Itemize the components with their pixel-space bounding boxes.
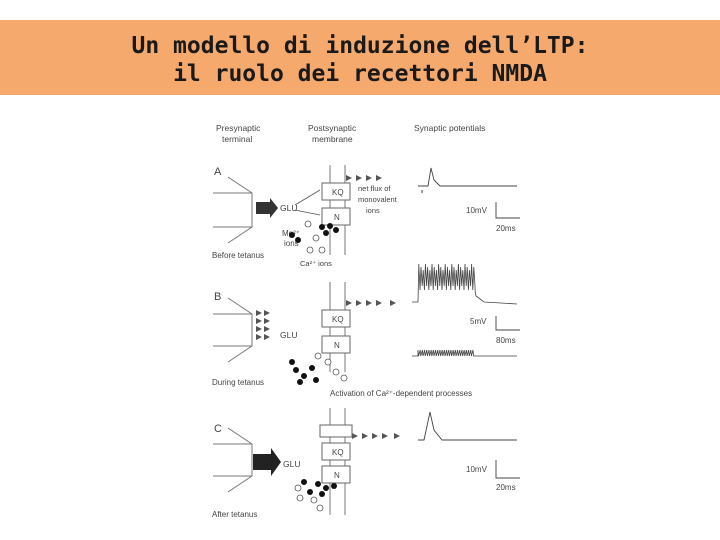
panel-c-n: N bbox=[334, 471, 340, 480]
panel-c: C GLU After tetanus KQ N 10mV 20ms bbox=[212, 408, 520, 519]
panel-b-release-arrows bbox=[256, 310, 270, 340]
slide-title-line-2: il ruolo dei recettori NMDA bbox=[173, 61, 547, 87]
panel-c-glu: GLU bbox=[283, 459, 300, 469]
title-bar bbox=[0, 20, 720, 95]
panel-b-stimulus-trace bbox=[412, 349, 517, 357]
panel-a-ca-ions: Ca²⁺ ions bbox=[300, 259, 332, 268]
panel-a-scale-bar bbox=[495, 202, 520, 219]
header-postsynaptic-1: Postsynaptic bbox=[308, 123, 357, 133]
panel-c-scale-ms: 20ms bbox=[496, 483, 516, 492]
panel-b-caption: During tetanus bbox=[212, 378, 264, 387]
panel-b-nmda-receptor bbox=[321, 335, 351, 354]
header-postsynaptic-2: membrane bbox=[312, 134, 353, 144]
header-presynaptic-1: Presynaptic bbox=[216, 123, 261, 133]
panel-a-epsp-trace bbox=[418, 167, 517, 187]
panel-b: B GLU During tetanus KQ N bbox=[212, 263, 520, 398]
panel-a-glu: GLU bbox=[280, 203, 297, 213]
panel-a-caption: Before tetanus bbox=[212, 251, 264, 260]
panel-a: A GLU Mg²⁺ ions Before tetanus KQ N net … bbox=[212, 165, 520, 268]
panel-a-kq-receptor bbox=[321, 182, 351, 201]
header-synaptic-potentials: Synaptic potentials bbox=[414, 123, 485, 133]
panel-c-release-arrow bbox=[253, 454, 271, 470]
panel-c-presynaptic-terminal bbox=[227, 427, 253, 493]
panel-c-letter: C bbox=[214, 423, 222, 435]
panel-a-mg-ions-2: ions bbox=[284, 239, 299, 248]
panel-c-epsp-trace bbox=[418, 411, 517, 441]
panel-a-kq: KQ bbox=[332, 188, 344, 197]
panel-a-scale-ms: 20ms bbox=[496, 224, 516, 233]
panel-c-scale-bar bbox=[495, 460, 520, 479]
panel-c-scale-mv: 10mV bbox=[466, 465, 488, 474]
panel-c-nmda-receptor bbox=[321, 465, 351, 484]
slide-title-line-1: Un modello di induzione dell’LTP: bbox=[131, 33, 589, 59]
header-presynaptic-2: terminal bbox=[222, 134, 252, 144]
panel-b-tetanus-trace bbox=[412, 263, 518, 305]
panel-b-kq-receptor bbox=[321, 309, 351, 328]
panel-b-letter: B bbox=[214, 291, 221, 303]
panel-b-n: N bbox=[334, 341, 340, 350]
panel-b-glu: GLU bbox=[280, 330, 297, 340]
panel-a-flux-2: monovalent bbox=[358, 195, 398, 204]
panel-b-kq: KQ bbox=[332, 315, 344, 324]
panel-a-flux-3: ions bbox=[366, 206, 380, 215]
panel-a-n: N bbox=[334, 213, 340, 222]
panel-c-caption: After tetanus bbox=[212, 510, 257, 519]
panel-b-presynaptic-terminal bbox=[227, 297, 253, 363]
panel-a-scale-mv: 10mV bbox=[466, 206, 488, 215]
panel-c-kq: KQ bbox=[332, 448, 344, 457]
panel-b-scale-mv: 5mV bbox=[470, 317, 487, 326]
panel-a-release-arrow bbox=[256, 202, 270, 214]
panel-b-scale-bar bbox=[495, 316, 520, 331]
panel-a-presynaptic-terminal bbox=[227, 176, 253, 244]
panel-b-scale-ms: 80ms bbox=[496, 336, 516, 345]
panel-a-nmda-receptor bbox=[321, 207, 351, 226]
panel-a-letter: A bbox=[214, 166, 222, 178]
panel-b-activation: Activation of Ca²⁺-dependent processes bbox=[330, 389, 472, 398]
panel-c-kq-receptor bbox=[321, 442, 351, 461]
panel-a-flux-1: net flux of bbox=[358, 184, 391, 193]
